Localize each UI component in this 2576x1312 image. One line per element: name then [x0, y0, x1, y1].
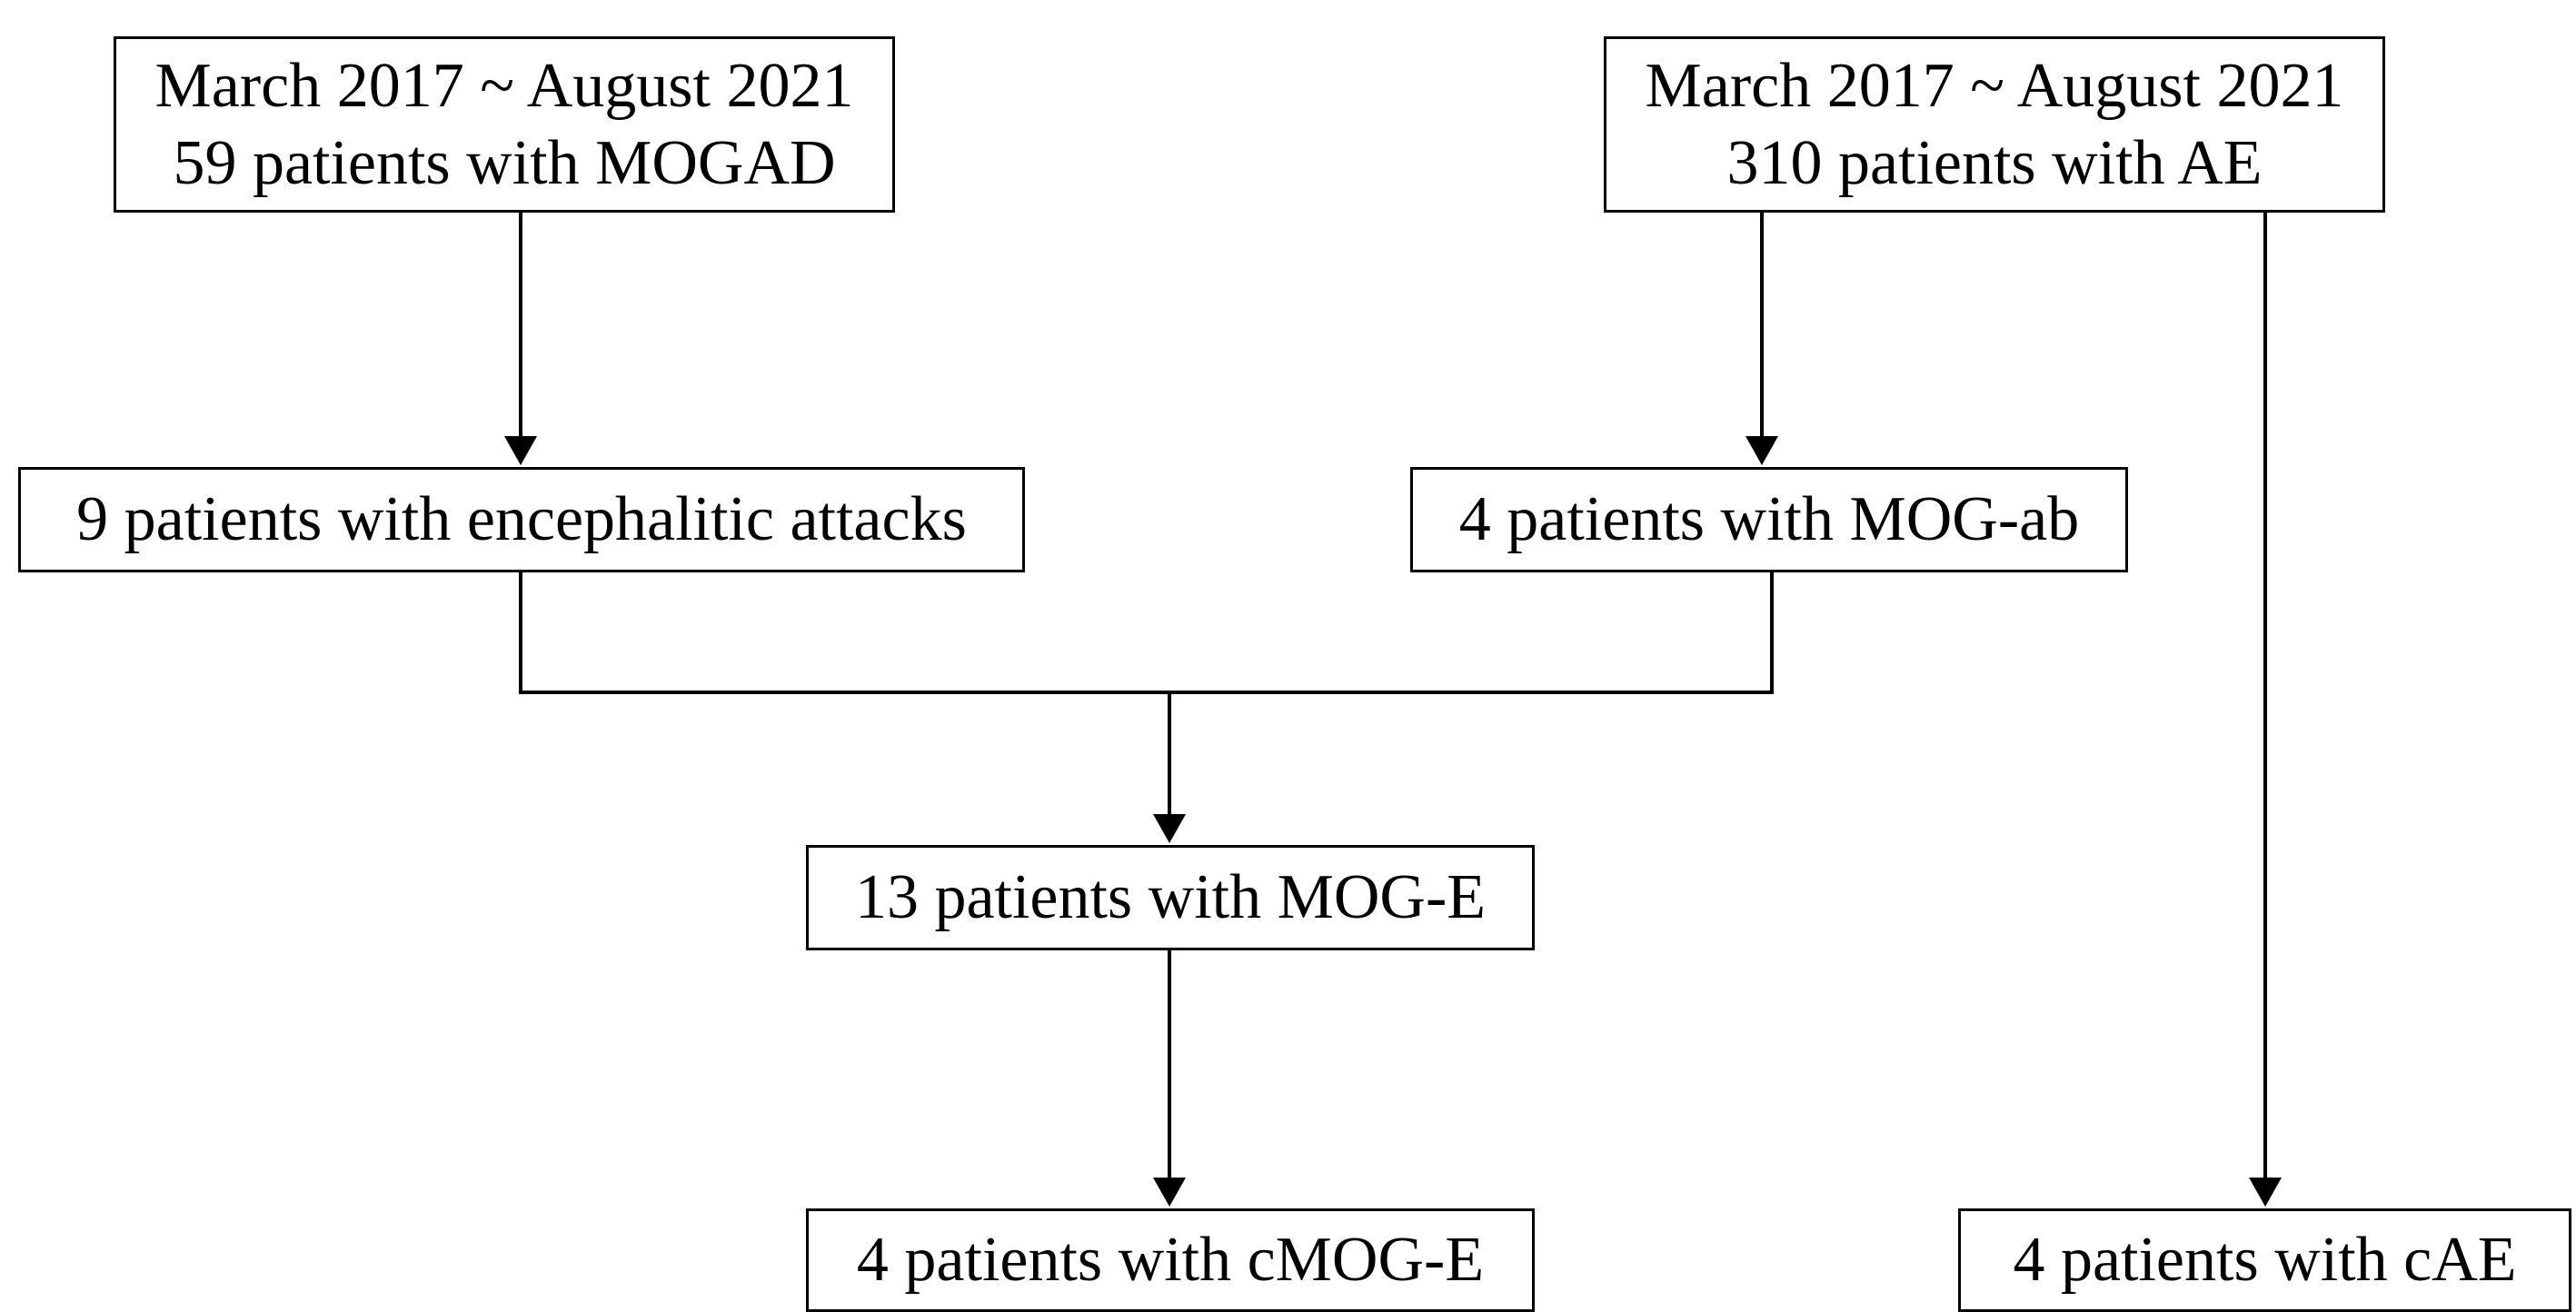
arrow-ae-to-mogab-head [1746, 436, 1778, 465]
arrow-ae-to-cae-head [2249, 1178, 2282, 1207]
cae-label: 4 patients with cAE [2013, 1225, 2517, 1296]
mogad-patient-count: 59 patients with MOGAD [173, 128, 836, 198]
mog-ab-box: 4 patients with MOG-ab [1410, 467, 2128, 572]
arrow-mogad-to-encephalitic-head [504, 436, 537, 465]
arrow-moge-to-cmoge-head [1153, 1178, 1186, 1207]
cae-box: 4 patients with cAE [1958, 1208, 2571, 1312]
encephalitic-attacks-label: 9 patients with encephalitic attacks [76, 484, 967, 555]
cmog-e-box: 4 patients with cMOG-E [806, 1208, 1535, 1312]
encephalitic-attacks-box: 9 patients with encephalitic attacks [18, 467, 1025, 572]
mogad-date-range: March 2017 ~ August 2021 [154, 50, 854, 121]
mog-ab-label: 4 patients with MOG-ab [1458, 484, 2080, 555]
mog-e-box: 13 patients with MOG-E [806, 845, 1535, 950]
mogad-source-box: March 2017 ~ August 2021 59 patients wit… [114, 36, 895, 213]
mog-e-label: 13 patients with MOG-E [854, 862, 1487, 933]
ae-patient-count: 310 patients with AE [1726, 128, 2263, 198]
ae-date-range: March 2017 ~ August 2021 [1645, 50, 2344, 121]
cmog-e-label: 4 patients with cMOG-E [856, 1225, 1485, 1296]
arrow-merge-to-moge-head [1153, 814, 1186, 843]
ae-source-box: March 2017 ~ August 2021 310 patients wi… [1604, 36, 2385, 213]
